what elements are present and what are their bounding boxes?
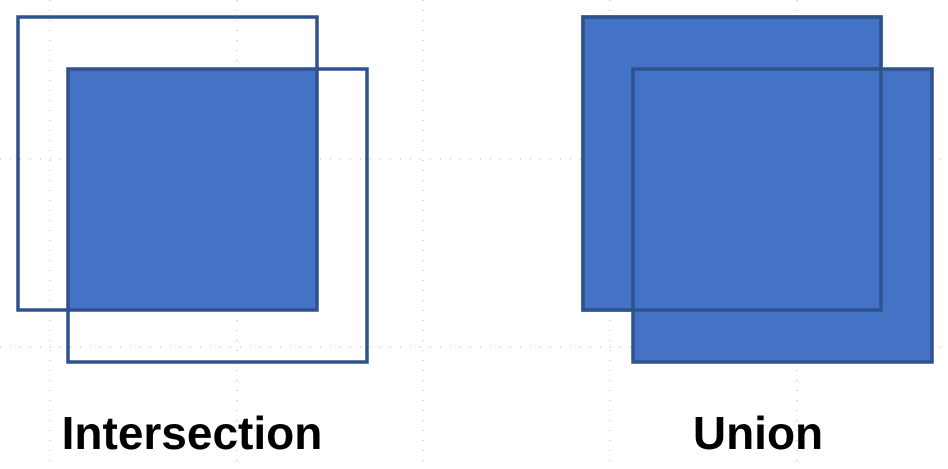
intersection-label: Intersection xyxy=(61,407,323,459)
intersection-filled-region xyxy=(68,69,317,310)
union-diagram xyxy=(581,15,934,364)
union-square-a-outline xyxy=(581,15,883,312)
intersection-square-a xyxy=(16,15,319,312)
intersection-square-b xyxy=(66,67,369,364)
union-square-b xyxy=(631,67,934,364)
intersection-diagram xyxy=(16,15,369,364)
union-label: Union xyxy=(692,407,824,459)
